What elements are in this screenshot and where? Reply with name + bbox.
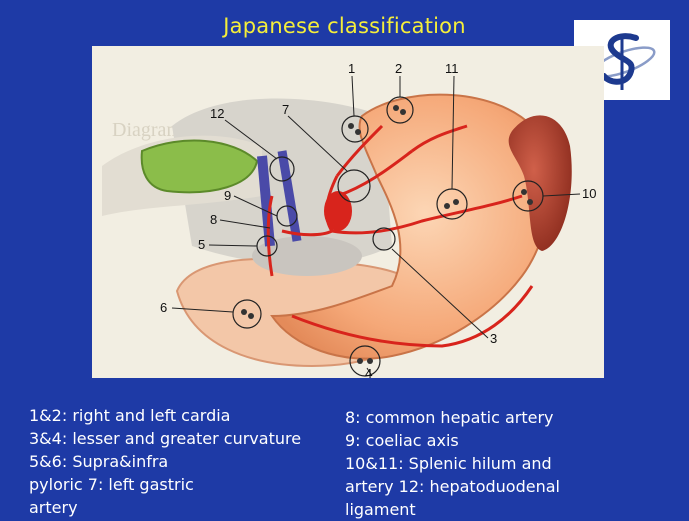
station-7 <box>337 169 371 203</box>
legend-line: 10&11: Splenic hilum and <box>345 454 552 473</box>
station-label-8: 8 <box>210 212 217 227</box>
legend-line: 3&4: lesser and greater curvature <box>29 429 302 448</box>
vein <box>277 150 302 242</box>
station-4 <box>349 345 381 377</box>
gallbladder <box>140 139 259 194</box>
coeliac-axis <box>324 191 352 231</box>
anatomy-figure: Diagramm d'un cancer ... e in ... e <box>92 46 604 378</box>
arteries <box>266 124 534 348</box>
legend-line: artery 12: hepatoduodenal <box>345 477 560 496</box>
legend-line: artery <box>29 498 78 517</box>
station-label-1: 1 <box>348 61 355 76</box>
station-label-4: 4 <box>365 366 372 378</box>
node-dots <box>241 105 533 364</box>
station-label-10: 10 <box>582 186 596 201</box>
leader-lines <box>171 75 581 377</box>
legend-line: ligament <box>345 500 416 519</box>
station-label-3: 3 <box>490 331 497 346</box>
station-6 <box>232 299 262 329</box>
legend-line: pyloric 7: left gastric <box>29 475 194 494</box>
station-label-5: 5 <box>198 237 205 252</box>
pancreas <box>252 236 362 276</box>
spleen <box>508 115 572 251</box>
legend-left: 1&2: right and left cardia 3&4: lesser a… <box>29 404 339 519</box>
station-label-7: 7 <box>282 102 289 117</box>
legend-right: 8: common hepatic artery 9: coeliac axis… <box>345 406 675 521</box>
station-3 <box>372 227 396 251</box>
legend-line: 8: common hepatic artery <box>345 408 554 427</box>
slide-title: Japanese classification <box>223 14 466 38</box>
station-label-6: 6 <box>160 300 167 315</box>
station-12 <box>269 156 295 182</box>
stomach-lymph-node-diagram: Diagramm d'un cancer ... e in ... e <box>102 61 596 378</box>
station-1 <box>341 115 369 143</box>
legend-line: 5&6: Supra&infra <box>29 452 169 471</box>
station-label-9: 9 <box>224 188 231 203</box>
station-label-12: 12 <box>210 106 224 121</box>
station-label-11: 11 <box>445 61 459 76</box>
station-label-2: 2 <box>395 61 402 76</box>
legend-line: 1&2: right and left cardia <box>29 406 231 425</box>
legend-line: 9: coeliac axis <box>345 431 459 450</box>
